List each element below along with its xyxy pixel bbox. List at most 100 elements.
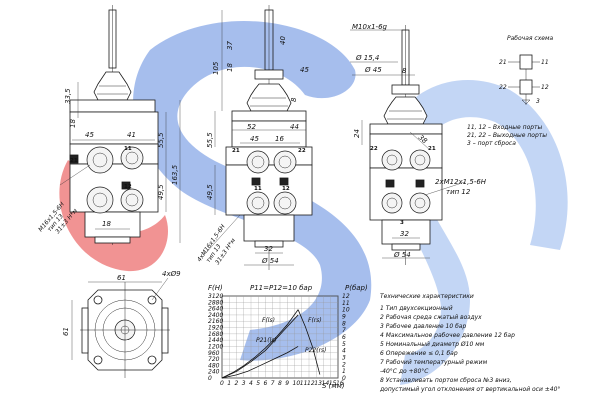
working-scheme: Рабочая схема 21 11 22 12 3 11, 12 – Вхо… [467,35,553,147]
y-right-tick-label: 8 [342,320,346,327]
y-right-tick-label: 9 [342,314,346,321]
annotation-p22-rs: P22(rs) [305,347,327,354]
spec-item: 5 Номинальный диаметр Ø10 мм [380,341,485,348]
x-tick-label: 4 [249,380,253,387]
y-right-tick-label: 0 [342,375,346,382]
scheme-port-11: 11 [541,59,549,66]
port-label-21-mid: 21 [232,148,240,154]
y-right-tick-label: 4 [342,348,346,355]
spec-item: 7 Рабочий температурный режим [380,359,488,366]
x-tick-label: 3 [242,380,246,387]
scheme-title: Рабочая схема [507,35,553,42]
dim-105: 105 [212,61,220,75]
x-tick-label: 8 [278,380,282,387]
x-tick-label: 14 [322,380,330,387]
dim-61-bottom-v: 61 [62,327,70,336]
spec-item: 6 Опережение ≤ 0,1 бар [380,350,458,357]
scheme-legend-inlet: 11, 12 – Входные порты [467,124,543,131]
dim-54-right: Ø 54 [393,251,411,259]
y-right-tick-label: 10 [342,307,350,314]
port-label-22-mid: 22 [298,148,306,154]
x-tick-label: 13 [314,380,322,387]
x-tick-label: 9 [285,380,289,387]
spec-item: 8 Устанавливать портом сброса №3 вниз, [380,377,512,384]
dim-8-right: 8 [402,67,407,75]
y-left-tick-label: 2880 [208,299,223,306]
y-left-tick-label: 2400 [208,312,223,319]
spec-item: 4 Максимальное рабочее давление 12 бар [380,332,515,339]
spec-item: 2 Рабочая среда сжатый воздух [380,314,482,321]
y-right-tick-label: 3 [342,355,346,362]
spec-item: допустимый угол отклонения от вертикальн… [379,386,560,393]
y-right-tick-label: 12 [342,293,350,300]
y-right-tick-label: 5 [342,341,346,348]
dim-40: 40 [279,36,287,45]
x-tick-label: 15 [329,380,337,387]
scheme-port-21: 21 [499,59,507,66]
series-line-p22-rs- [297,309,321,375]
y-left-tick-label: 2640 [208,306,223,313]
series-line-f-ls- [221,314,299,379]
y-left-tick-label: 0 [208,375,212,382]
port-label-12-left: 12 [124,184,132,190]
scheme-legend-outlet: 21, 22 – Выходные порты [467,132,547,139]
dim-49-5-mid: 49,5 [206,184,214,200]
dim-32-right: 32 [400,230,409,238]
dim-45-left: 45 [85,131,94,139]
y-left-tick-label: 2160 [208,318,223,325]
dim-45-right: Ø 45 [364,66,382,74]
spec-item: 1 Тип двухсекционный [380,305,453,312]
dim-54-mid: Ø 54 [261,257,279,265]
chart-ylabel-right: P(бар) [345,284,368,292]
y-left-tick-label: 1200 [208,343,223,350]
annotation-p21-ls: P21(ls) [256,337,277,344]
right-view: M10x1-6g Ø 15,4 8 Ø 45 24 38 2хM12x1,5-6… [350,23,487,265]
y-left-tick-label: 3120 [208,293,223,300]
y-left-tick-label: 720 [208,356,220,363]
port-label-21-left: 21 [70,158,78,164]
chart-ylabel-left: F(Н) [208,284,223,292]
spec-item: -40°С до +80°С [380,368,429,375]
y-right-tick-label: 2 [342,361,346,368]
technical-specs: Технические характеристики 1 Тип двухсек… [379,293,560,393]
x-tick-label: 16 [336,380,344,387]
scheme-port-12: 12 [541,84,549,91]
annotation-f-ls: F(ls) [262,317,275,324]
dim-163-5: 163,5 [171,164,179,185]
port-label-12-mid: 12 [282,186,290,192]
y-left-tick-label: 480 [208,362,220,369]
bottom-view: 61 4хØ9 61 [62,270,181,378]
dim-8-mid: 8 [290,97,298,102]
x-tick-label: 12 [307,380,315,387]
thread-callout-right: 2хM12x1,5-6H [435,178,487,186]
x-tick-label: 0 [220,380,224,387]
chart-title: P11=P12=10 бар [250,284,313,292]
dim-18-mid: 18 [226,63,234,72]
series-line-f-rs- [221,346,299,379]
dim-45-mid-top: 45 [300,66,309,74]
y-left-tick-label: 1920 [208,325,223,332]
dim-44: 44 [290,123,299,131]
x-tick-label: 11 [300,380,308,387]
port-label-22-right: 22 [370,146,378,152]
y-right-tick-label: 11 [342,300,350,307]
x-tick-label: 5 [256,380,260,387]
y-right-tick-label: 6 [342,334,346,341]
y-right-tick-label: 7 [342,327,346,334]
y-left-tick-label: 240 [208,369,220,376]
annotation-f-rs: F(rs) [308,317,322,324]
chart-xlabel: S (мм) [322,382,345,390]
dim-49-5-left: 49,5 [157,184,165,200]
y-right-tick-label: 1 [342,368,346,375]
y-left-tick-label: 960 [208,350,220,357]
scheme-port-22: 22 [499,84,507,91]
x-tick-label: 1 [227,380,231,387]
port-label-3: 3 [400,220,404,226]
scheme-legend-exhaust: 3 – порт сброса [467,140,516,147]
dim-holes: 4хØ9 [162,270,181,278]
dim-55-5-mid: 55,5 [206,132,214,148]
port-label-11-left: 11 [124,146,132,152]
x-tick-label: 2 [235,380,239,387]
